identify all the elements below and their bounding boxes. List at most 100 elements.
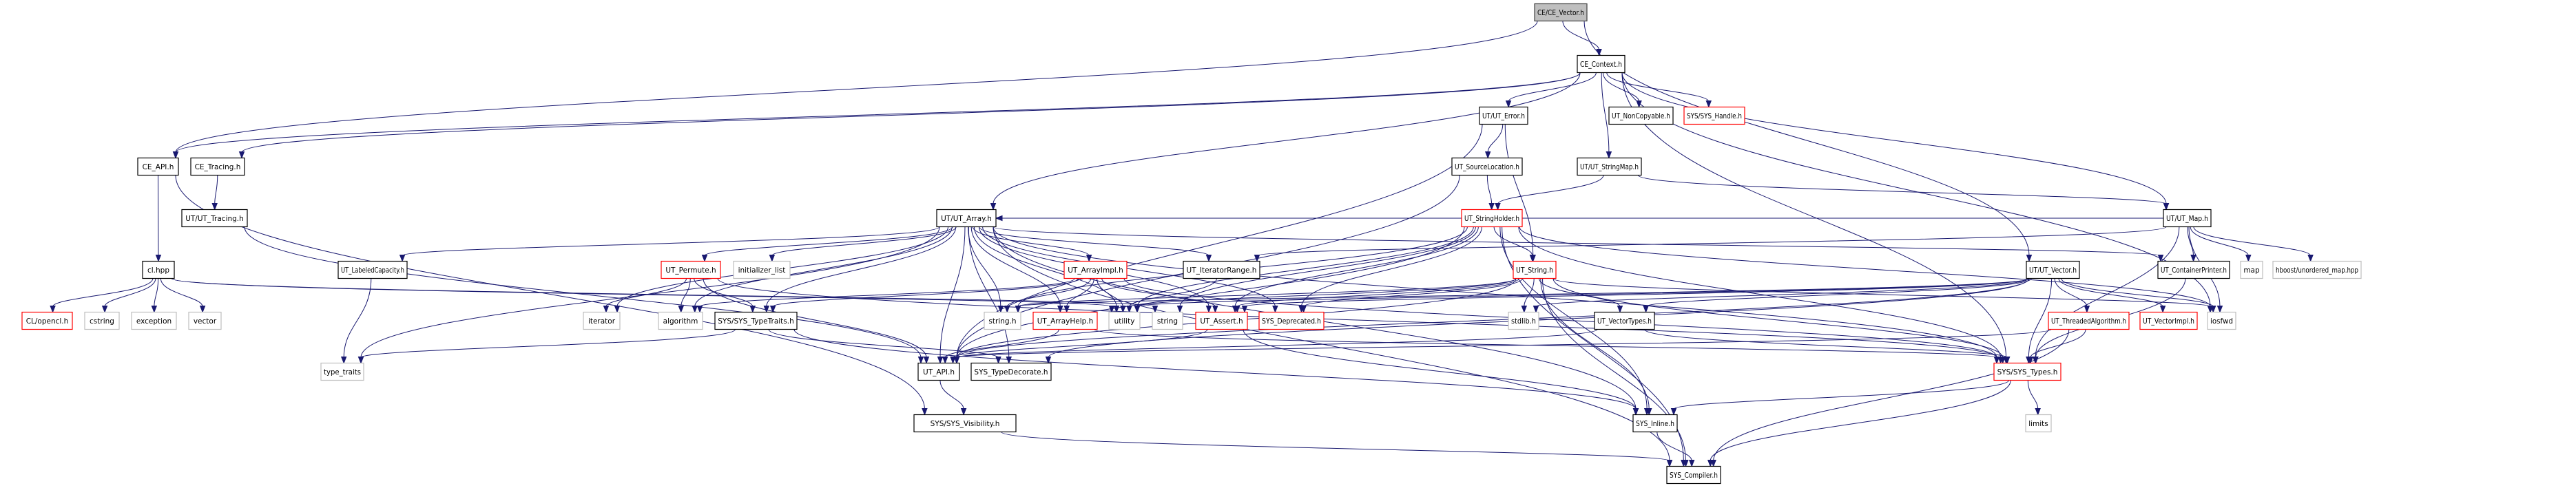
node-string[interactable]: string: [1152, 311, 1183, 330]
node-ce-tracing[interactable]: CE_Tracing.h: [190, 157, 245, 176]
edge-ut-arrayhelp-to-sys-types: [1094, 329, 2000, 364]
node-cl-opencl[interactable]: CL/opencl.h: [21, 311, 73, 330]
node-box: [181, 209, 248, 228]
edge-ut-array-to-sys-typedecorate: [968, 226, 1012, 364]
edge-ut-threadedalgorithm-to-ut-api: [953, 329, 2052, 364]
node-box: [733, 260, 791, 279]
node-ut-assert[interactable]: UT_Assert.h: [1195, 311, 1248, 330]
edge-ut-labeledcapacity-to-type-traits: [340, 278, 372, 364]
node-box: [2240, 260, 2263, 279]
node-type-traits[interactable]: type_traits: [320, 362, 364, 381]
edge-ut-error-to-ut-sourcelocation: [1484, 124, 1504, 159]
node-ut-string[interactable]: UT_String.h: [1513, 260, 1557, 279]
node-ut-labeledcapacity[interactable]: UT_LabeledCapacity.h: [337, 260, 408, 279]
node-label: CL/opencl.h: [26, 317, 69, 326]
node-ut-map[interactable]: UT/UT_Map.h: [2163, 209, 2212, 228]
node-iosfwd[interactable]: iosfwd: [2207, 311, 2236, 330]
node-box: [583, 311, 621, 330]
node-stdlib-h[interactable]: stdlib.h: [1508, 311, 1539, 330]
edge-ut-vector-to-ut-vectorimpl: [2058, 278, 2166, 313]
edge-ut-vector-to-ut-threadedalgorithm: [2054, 278, 2090, 313]
node-box: [970, 362, 1052, 381]
node-ut-vector[interactable]: UT/UT_Vector.h: [2026, 260, 2080, 279]
node-ut-api[interactable]: UT_API.h: [917, 362, 960, 381]
node-ut-permute[interactable]: UT_Permute.h: [661, 260, 721, 279]
node-box: [84, 311, 120, 330]
node-ut-noncopyable[interactable]: UT_NonCopyable.h: [1608, 106, 1674, 125]
edge-ce-context-to-ce-api: [172, 72, 1581, 159]
node-ut-stringmap[interactable]: UT/UT_StringMap.h: [1577, 157, 1642, 176]
node-sys-deprecated[interactable]: SYS_Deprecated.h: [1258, 311, 1325, 330]
node-box: [1534, 3, 1588, 22]
node-sys-inline[interactable]: SYS_Inline.h: [1632, 414, 1678, 433]
node-label: map: [2243, 266, 2260, 275]
edge-cl-hpp-to-utility: [171, 278, 1115, 313]
edge-ut-map-to-sys-types: [2032, 226, 2180, 364]
node-ut-array[interactable]: UT/UT_Array.h: [936, 209, 997, 228]
node-initializer-list[interactable]: initializer_list: [733, 260, 791, 279]
node-box: [658, 311, 703, 330]
edge-sys-visibility-to-sys-compiler: [1001, 432, 1673, 467]
node-algorithm[interactable]: algorithm: [658, 311, 703, 330]
node-iterator[interactable]: iterator: [583, 311, 621, 330]
node-ce-vector[interactable]: CE/CE_Vector.h: [1534, 3, 1588, 22]
node-sys-handle[interactable]: SYS/SYS_Handle.h: [1683, 106, 1745, 125]
node-label: UT/UT_Array.h: [941, 215, 992, 223]
node-vector[interactable]: vector: [188, 311, 222, 330]
node-ut-vectortypes[interactable]: UT_VectorTypes.h: [1594, 311, 1655, 330]
node-box: [190, 157, 245, 176]
node-sys-types[interactable]: SYS/SYS_Types.h: [1993, 362, 2061, 381]
node-ut-threadedalgorithm[interactable]: UT_ThreadedAlgorithm.h: [2048, 311, 2130, 330]
node-limits[interactable]: limits: [2025, 414, 2052, 433]
edge-ut-error-to-ut-string: [1504, 124, 1536, 262]
node-box: [984, 311, 1021, 330]
edge-ut-string-to-sys-compiler: [1542, 278, 1689, 467]
node-cstring[interactable]: cstring: [84, 311, 120, 330]
edge-ut-arrayimpl-to-algorithm: [696, 278, 1075, 313]
node-ut-vectorimpl[interactable]: UT_VectorImpl.h: [2139, 311, 2198, 330]
node-map[interactable]: map: [2240, 260, 2263, 279]
edge-ut-arrayimpl-to-sys-typetraits: [769, 278, 1079, 313]
edge-ut-vector-to-ut-assert: [1241, 278, 2030, 313]
node-ce-context[interactable]: CE_Context.h: [1577, 54, 1625, 74]
node-exception[interactable]: exception: [131, 311, 177, 330]
edge-ut-array-to-ut-labeledcapacity: [399, 226, 940, 262]
node-ut-arrayhelp[interactable]: UT_ArrayHelp.h: [1032, 311, 1098, 330]
node-ut-iteratorrange[interactable]: UT_IteratorRange.h: [1183, 260, 1260, 279]
edge-ut-map-to-ut-array: [995, 215, 2163, 222]
edge-cl-hpp-to-cl-opencl: [50, 278, 154, 313]
node-box: [1183, 260, 1260, 279]
node-ut-error[interactable]: UT/UT_Error.h: [1479, 106, 1528, 125]
node-sys-visibility[interactable]: SYS/SYS_Visibility.h: [913, 414, 1017, 433]
edge-ce-tracing-to-ut-tracing: [211, 175, 218, 211]
node-box: [936, 209, 997, 228]
node-cl-hpp[interactable]: cl.hpp: [142, 260, 175, 279]
node-sys-typetraits[interactable]: SYS/SYS_TypeTraits.h: [714, 311, 798, 330]
edge-ut-permute-to-ut-api: [703, 278, 930, 364]
node-sys-typedecorate[interactable]: SYS_TypeDecorate.h: [970, 362, 1052, 381]
node-label: UT_VectorImpl.h: [2143, 317, 2194, 326]
node-sys-compiler[interactable]: SYS_Compiler.h: [1666, 465, 1721, 485]
node-utility[interactable]: utility: [1108, 311, 1141, 330]
edge-ut-assert-to-sys-inline: [1243, 329, 1639, 416]
node-string-h[interactable]: string.h: [984, 311, 1021, 330]
node-ce-api[interactable]: CE_API.h: [137, 157, 179, 176]
node-ut-stringholder[interactable]: UT_StringHolder.h: [1461, 209, 1523, 228]
node-box: [1993, 362, 2061, 381]
edge-ut-array-to-sys-typetraits: [763, 226, 957, 313]
node-ut-tracing[interactable]: UT/UT_Tracing.h: [181, 209, 248, 228]
node-ut-containerprinter[interactable]: UT_ContainerPrinter.h: [2157, 260, 2230, 279]
node-box: [1577, 157, 1642, 176]
edge-ut-arrayimpl-to-ut-arrayhelp: [1063, 278, 1094, 313]
node-ut-sourcelocation[interactable]: UT_SourceLocation.h: [1451, 157, 1523, 176]
edge-sys-inline-to-sys-compiler: [1656, 432, 1695, 467]
node-hboost-unordered-map[interactable]: hboost/unordered_map.hpp: [2272, 260, 2362, 279]
node-box: [1479, 106, 1528, 125]
node-box: [1594, 311, 1655, 330]
edge-ut-map-to-ut-containerprinter: [2187, 226, 2196, 262]
edge-ut-vectortypes-to-ut-api: [953, 329, 1598, 364]
node-ut-arrayimpl[interactable]: UT_ArrayImpl.h: [1063, 260, 1128, 279]
node-label: string: [1157, 317, 1178, 326]
node-label: SYS_Inline.h: [1636, 420, 1674, 428]
